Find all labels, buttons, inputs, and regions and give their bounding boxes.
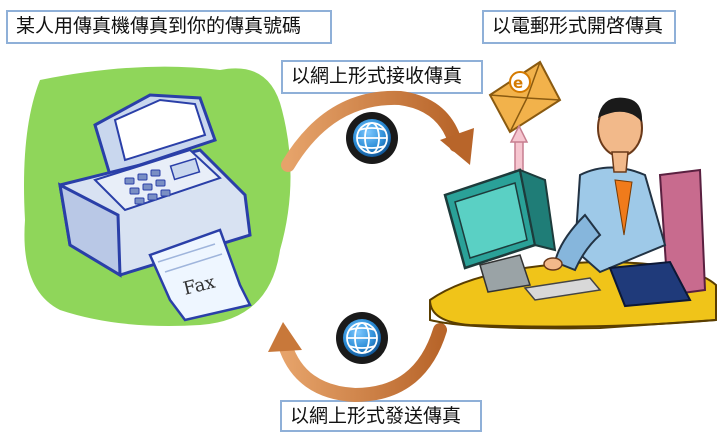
receive-arrow-icon (281, 90, 474, 172)
globe-icon (336, 312, 388, 364)
email-open-label: 以電郵形式開啓傳真 (482, 10, 676, 44)
sender-fax-label: 某人用傳真機傳真到你的傳真號碼 (6, 10, 332, 44)
send-online-label: 以網上形式發送傳真 (280, 400, 482, 432)
send-arrow-icon (268, 322, 447, 403)
svg-text:e: e (513, 74, 523, 92)
receive-online-label: 以網上形式接收傳真 (281, 60, 483, 94)
globe-icon (346, 112, 398, 164)
envelope-email-icon: e (488, 60, 562, 134)
printer-fax-icon: Fax (58, 93, 252, 322)
person-computer-icon (428, 97, 717, 330)
